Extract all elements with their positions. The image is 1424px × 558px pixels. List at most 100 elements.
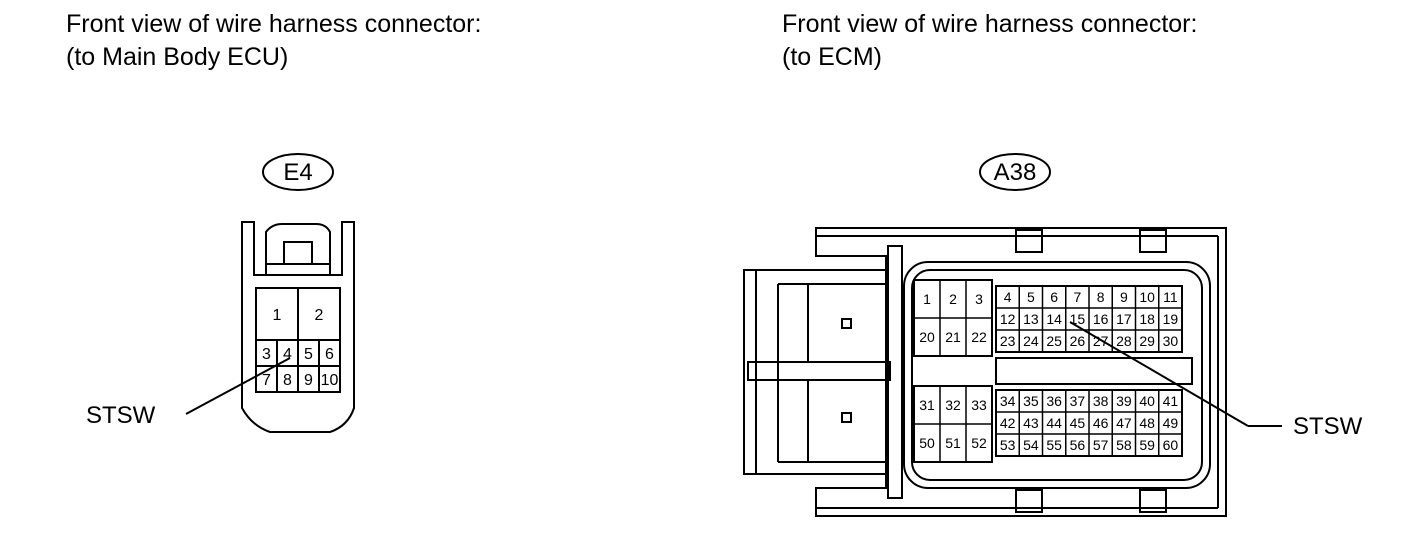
left-caption-line2: (to Main Body ECU) bbox=[66, 43, 289, 71]
a38-wire-label: STSW bbox=[1293, 413, 1363, 440]
e4-connector-code: E4 bbox=[283, 159, 312, 186]
pin-label: 60 bbox=[1163, 437, 1179, 453]
pin-label: 58 bbox=[1116, 437, 1132, 453]
pin-label: 41 bbox=[1163, 393, 1179, 409]
pin-label: 59 bbox=[1139, 437, 1155, 453]
pin-label: 38 bbox=[1093, 393, 1109, 409]
pin-label: 8 bbox=[1097, 289, 1105, 305]
a38-bezel-outer bbox=[903, 261, 1211, 489]
e4-stsw-leader bbox=[185, 357, 291, 415]
pin-label: 30 bbox=[1163, 333, 1179, 349]
pin-label: 16 bbox=[1093, 311, 1109, 327]
pin-label: 34 bbox=[1000, 393, 1016, 409]
e4-connector bbox=[185, 153, 355, 433]
pin-label: 42 bbox=[1000, 415, 1016, 431]
pin-label: 55 bbox=[1046, 437, 1062, 453]
a38-shell bbox=[815, 227, 1227, 517]
e4-wire-label: STSW bbox=[86, 402, 156, 429]
e4-housing bbox=[241, 221, 355, 433]
pin-label: 5 bbox=[304, 346, 313, 363]
pin-label: 5 bbox=[1027, 289, 1035, 305]
pin-label: 26 bbox=[1070, 333, 1086, 349]
pin-label: 48 bbox=[1139, 415, 1155, 431]
pin-label: 17 bbox=[1116, 311, 1132, 327]
pin-label: 54 bbox=[1023, 437, 1039, 453]
pin-label: 12 bbox=[1000, 311, 1016, 327]
left-caption-line1: Front view of wire harness connector: bbox=[66, 10, 482, 38]
pin-label: 14 bbox=[1046, 311, 1062, 327]
pin-label: 21 bbox=[945, 329, 961, 345]
pin-label: 29 bbox=[1139, 333, 1155, 349]
pin-label: 2 bbox=[949, 291, 957, 307]
pin-label: 22 bbox=[971, 329, 987, 345]
pin-label: 45 bbox=[1070, 415, 1086, 431]
pin-label: 6 bbox=[1050, 289, 1058, 305]
a38-connector bbox=[743, 153, 1282, 517]
pin-label: 25 bbox=[1046, 333, 1062, 349]
pin-label: 4 bbox=[1004, 289, 1012, 305]
e4-tag-oval bbox=[262, 153, 334, 191]
a38-grid-lines bbox=[914, 280, 1182, 462]
pin-label: 10 bbox=[321, 372, 339, 389]
a38-lever-hole-top bbox=[841, 318, 852, 329]
a38-tab-top-left bbox=[1015, 229, 1043, 253]
e4-latch bbox=[265, 223, 331, 275]
pin-label: 9 bbox=[304, 372, 313, 389]
pin-label: 46 bbox=[1093, 415, 1109, 431]
pin-label: 23 bbox=[1000, 333, 1016, 349]
a38-bezel-inner bbox=[911, 269, 1203, 481]
pin-label: 36 bbox=[1046, 393, 1062, 409]
pin-label: 3 bbox=[262, 346, 271, 363]
e4-latch-tab bbox=[283, 241, 313, 265]
a38-divider bbox=[995, 357, 1193, 385]
pin-label: 50 bbox=[919, 435, 935, 451]
pin-label: 24 bbox=[1023, 333, 1039, 349]
pin-label: 13 bbox=[1023, 311, 1039, 327]
left-caption: Front view of wire harness connector: (t… bbox=[66, 8, 481, 74]
pin-label: 10 bbox=[1139, 289, 1155, 305]
pin-label: 11 bbox=[1163, 289, 1178, 305]
a38-lever-hole-bottom bbox=[841, 412, 852, 423]
pin-label: 33 bbox=[971, 397, 987, 413]
pin-label: 4 bbox=[283, 346, 292, 363]
pin-label: 7 bbox=[262, 372, 271, 389]
a38-tab-bottom-right bbox=[1139, 489, 1167, 513]
pin-label: 47 bbox=[1116, 415, 1132, 431]
pin-label: 7 bbox=[1073, 289, 1081, 305]
pin-label: 2 bbox=[315, 307, 324, 324]
pin-label: 40 bbox=[1139, 393, 1155, 409]
pin-label: 49 bbox=[1163, 415, 1179, 431]
pin-label: 1 bbox=[923, 291, 931, 307]
pin-label: 43 bbox=[1023, 415, 1039, 431]
pin-label: 44 bbox=[1046, 415, 1062, 431]
right-caption-line2: (to ECM) bbox=[782, 43, 882, 71]
pin-label: 18 bbox=[1139, 311, 1155, 327]
a38-tab-top-right bbox=[1139, 229, 1167, 253]
right-caption-line1: Front view of wire harness connector: bbox=[782, 10, 1198, 38]
a38-tag-oval bbox=[979, 153, 1051, 191]
a38-stsw-leader bbox=[1069, 321, 1249, 427]
a38-lever bbox=[743, 269, 887, 475]
pin-label: 9 bbox=[1120, 289, 1128, 305]
pin-label: 20 bbox=[919, 329, 935, 345]
pin-label: 1 bbox=[273, 307, 282, 324]
right-caption: Front view of wire harness connector: (t… bbox=[782, 8, 1197, 74]
pin-label: 53 bbox=[1000, 437, 1016, 453]
pin-label: 3 bbox=[975, 291, 983, 307]
pin-label: 39 bbox=[1116, 393, 1132, 409]
pin-label: 15 bbox=[1070, 311, 1086, 327]
a38-tab-bottom-left bbox=[1015, 489, 1043, 513]
pin-label: 27 bbox=[1093, 333, 1109, 349]
pin-label: 35 bbox=[1023, 393, 1039, 409]
pin-label: 51 bbox=[945, 435, 961, 451]
pin-label: 32 bbox=[945, 397, 961, 413]
pin-label: 28 bbox=[1116, 333, 1132, 349]
pin-label: 57 bbox=[1093, 437, 1109, 453]
pin-label: 52 bbox=[971, 435, 987, 451]
a38-lever-bar bbox=[747, 361, 891, 381]
pin-label: 37 bbox=[1070, 393, 1086, 409]
pin-label: 31 bbox=[919, 397, 935, 413]
